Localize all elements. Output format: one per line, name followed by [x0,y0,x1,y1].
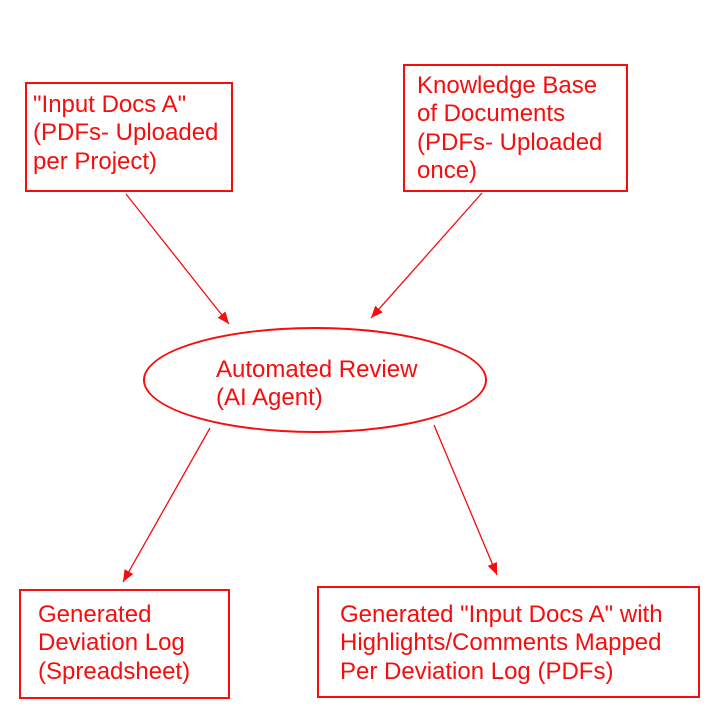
node-input-docs-a: "Input Docs A" (PDFs- Uploaded per Proje… [25,82,233,192]
node-label-deviation-log: Generated Deviation Log (Spreadsheet) [38,601,191,685]
arrow-input-docs-to-review [125,193,230,325]
node-label-automated-review: Automated Review (AI Agent) [216,356,418,412]
arrow-review-to-generated-output [433,424,498,576]
node-generated-output: Generated "Input Docs A" with Highlights… [317,586,700,698]
node-label-knowledge-base: Knowledge Base of Documents (PDFs- Uploa… [417,72,603,185]
node-label-generated-output: Generated "Input Docs A" with Highlights… [340,601,663,685]
arrow-knowledge-base-to-review [370,192,483,319]
arrow-review-to-deviation-log [122,427,211,583]
node-label-input-docs-a: "Input Docs A" (PDFs- Uploaded per Proje… [33,91,219,175]
node-automated-review: Automated Review (AI Agent) [143,327,487,433]
node-deviation-log: Generated Deviation Log (Spreadsheet) [19,589,230,699]
node-knowledge-base: Knowledge Base of Documents (PDFs- Uploa… [403,64,628,192]
